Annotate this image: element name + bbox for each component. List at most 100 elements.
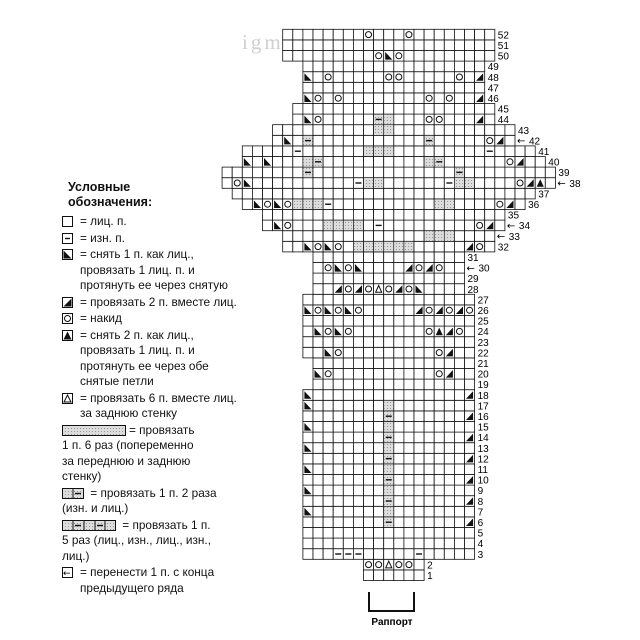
yarn-over-icon xyxy=(425,306,433,314)
chart-cell xyxy=(322,336,334,348)
chart-cell xyxy=(433,187,445,200)
row-number: 13 xyxy=(478,444,490,455)
k2tog-icon xyxy=(476,73,484,81)
move-stitch-arrow-icon: ← xyxy=(497,232,505,243)
chart-cell xyxy=(352,357,364,369)
shaded-cell xyxy=(404,241,414,252)
chart-cell xyxy=(312,293,324,306)
yarn-over-icon xyxy=(455,73,463,81)
chart-cell xyxy=(453,548,465,560)
chart-cell xyxy=(423,293,435,306)
chart-cell xyxy=(352,410,364,422)
chart-cell xyxy=(464,293,476,306)
chart-cell xyxy=(464,209,476,221)
chart-cell xyxy=(352,346,364,359)
row-number: 46 xyxy=(488,94,500,105)
chart-cell xyxy=(403,442,415,454)
chart-cell xyxy=(453,145,465,157)
chart-cell xyxy=(474,198,486,210)
chart-cell xyxy=(312,283,324,295)
chart-cell xyxy=(474,177,486,189)
chart-cell xyxy=(464,230,476,242)
chart-cell xyxy=(393,293,405,306)
chart-cell xyxy=(494,166,506,179)
skp-icon xyxy=(304,242,312,251)
chart-cell xyxy=(484,124,496,136)
chart-cell xyxy=(322,39,334,51)
chart-cell xyxy=(464,39,476,51)
chart-cell xyxy=(363,187,375,200)
chart-cell xyxy=(332,537,344,550)
chart-cell xyxy=(352,537,364,550)
open-triangle-icon xyxy=(62,392,73,404)
chart-cell xyxy=(464,50,476,62)
chart-cell xyxy=(373,156,385,168)
chart-cell xyxy=(413,421,425,433)
chart-cell xyxy=(292,177,304,189)
chart-cell xyxy=(373,134,385,147)
skp-icon xyxy=(274,200,282,208)
chart-cell xyxy=(393,431,405,444)
chart-cell xyxy=(322,134,334,147)
yarn-over-icon xyxy=(425,94,433,102)
chart-cell xyxy=(413,527,425,539)
chart-cell xyxy=(423,452,435,465)
chart-cell xyxy=(464,336,476,348)
chart-cell xyxy=(393,134,405,147)
chart-cell xyxy=(332,92,344,104)
chart-cell xyxy=(433,357,445,369)
chart-cell xyxy=(403,166,415,179)
legend-item-k2tog: = провязать 2 п. вместе лиц. xyxy=(62,295,292,311)
shaded-cell xyxy=(323,220,333,231)
chart-cell xyxy=(393,198,405,210)
row-number: 28 xyxy=(468,285,480,296)
chart-cell xyxy=(453,516,465,528)
shaded-cell xyxy=(384,125,394,135)
chart-cell xyxy=(312,113,324,126)
chart-cell xyxy=(423,548,435,560)
chart-cell xyxy=(464,103,476,115)
chart-cell xyxy=(453,336,465,348)
chart-cell xyxy=(433,495,445,507)
dash-icon xyxy=(62,232,73,244)
chart-cell xyxy=(373,452,385,465)
chart-cell xyxy=(363,92,375,104)
chart-cell xyxy=(352,251,364,263)
chart-cell xyxy=(423,315,435,327)
yarn-over-icon xyxy=(334,94,342,102)
skp-icon xyxy=(324,306,332,314)
row-number: 34 xyxy=(519,221,531,232)
k2tog-icon xyxy=(466,433,474,442)
chart-cell xyxy=(322,166,334,179)
chart-cell xyxy=(453,134,465,147)
chart-cell xyxy=(433,81,445,94)
chart-cell xyxy=(443,421,455,433)
chart-cell xyxy=(423,283,435,295)
chart-cell xyxy=(342,187,354,200)
chart-cell xyxy=(443,71,455,83)
chart-cell xyxy=(352,516,364,528)
chart-cell xyxy=(352,50,364,62)
yarn-over-icon xyxy=(516,179,524,187)
chart-cell xyxy=(403,315,415,327)
chart-cell xyxy=(312,537,324,550)
chart-cell xyxy=(393,28,405,41)
k2tog-icon xyxy=(496,136,504,145)
chart-cell xyxy=(464,156,476,168)
chart-cell xyxy=(544,166,556,179)
legend-text: = провязать 1 п. 6 раз (попеременно за п… xyxy=(62,422,195,484)
chart-cell xyxy=(363,60,375,73)
k2tog-icon xyxy=(334,285,342,293)
chart-cell xyxy=(393,505,405,518)
chart-cell xyxy=(342,272,354,285)
chart-cell xyxy=(322,442,334,454)
chart-cell xyxy=(464,113,476,126)
chart-cell xyxy=(302,103,314,115)
chart-cell xyxy=(413,537,425,550)
legend-text: = провязать 1 п. 5 раз (лиц., изн., лиц.… xyxy=(62,517,211,563)
chart-cell xyxy=(453,346,465,359)
chart-cell xyxy=(423,39,435,51)
chart-cell xyxy=(373,28,385,41)
move-stitch-arrow-icon: ← xyxy=(507,221,515,232)
